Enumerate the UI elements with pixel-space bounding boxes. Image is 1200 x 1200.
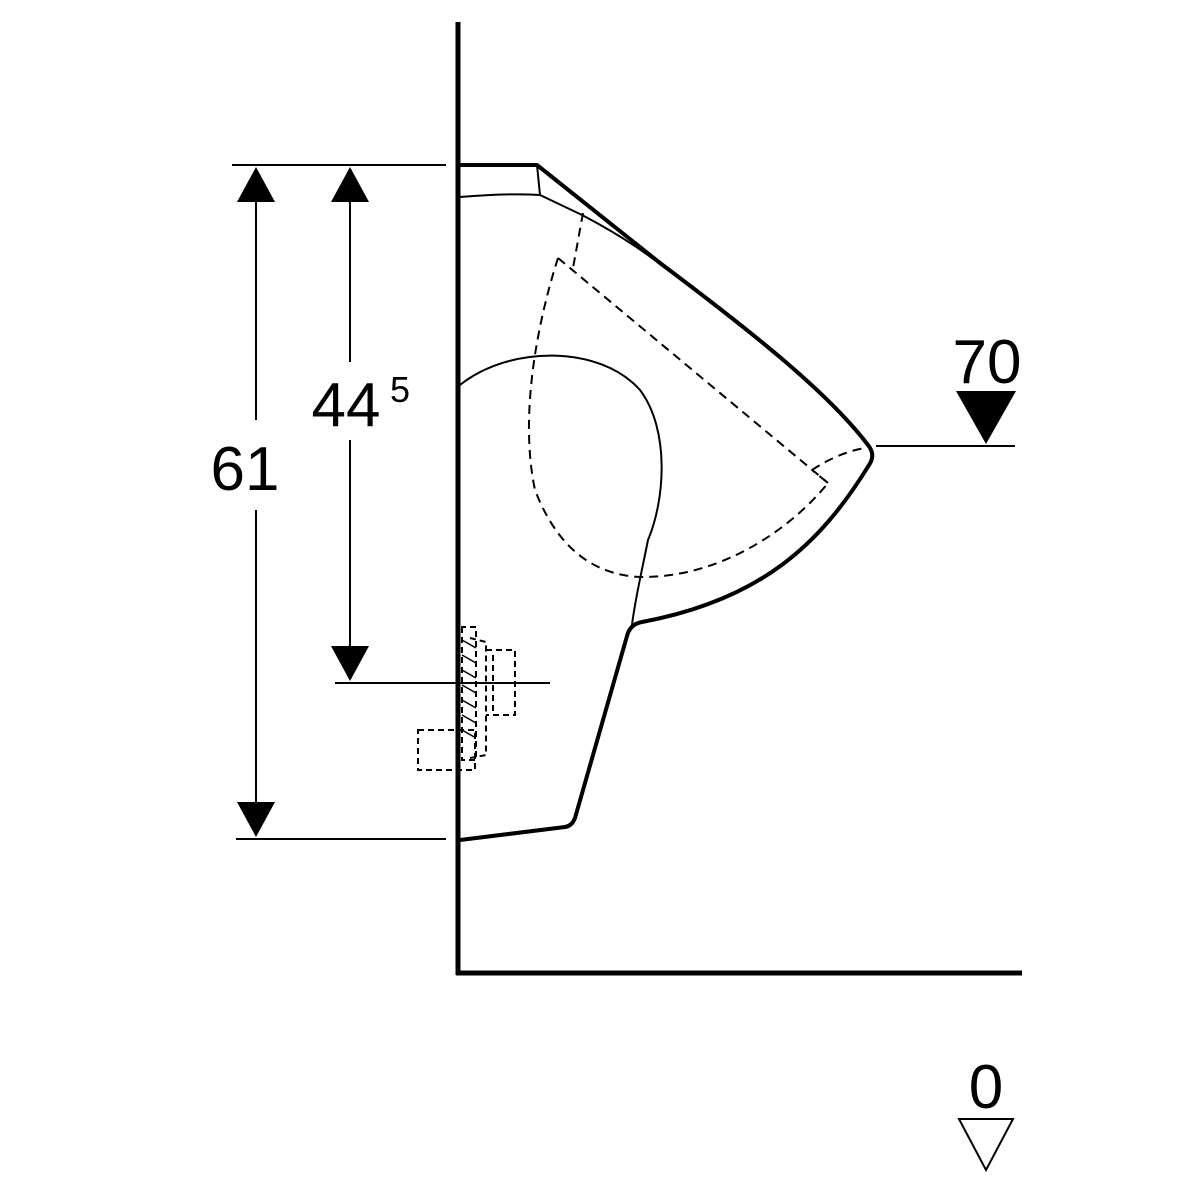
dimension-label-total-height: 61 [211, 435, 280, 504]
urinal-outline [459, 163, 875, 842]
rim-underside [459, 193, 666, 269]
level-marker-outline-icon [957, 1118, 1015, 1173]
level-marker-filled-icon [956, 391, 1016, 444]
rim-inner-edge [536, 164, 541, 196]
bowl-inner-curve [459, 354, 663, 626]
arrow-down-icon [237, 802, 275, 837]
dimension-outlet-height [331, 167, 369, 681]
outlet-hatching [461, 639, 477, 739]
arrow-up-icon [331, 167, 369, 202]
dimension-label-outlet-height-superscript: 5 [390, 369, 410, 410]
level-label-floor: 0 [969, 1053, 1003, 1122]
hidden-bowl-contour [528, 212, 867, 579]
arrow-down-icon [331, 646, 369, 681]
level-label-rim: 70 [953, 328, 1022, 397]
dimension-total-height [237, 167, 275, 837]
dimension-label-outlet-height: 44 [312, 371, 381, 440]
hidden-outlet-fittings [417, 626, 516, 771]
arrow-up-icon [237, 167, 275, 202]
